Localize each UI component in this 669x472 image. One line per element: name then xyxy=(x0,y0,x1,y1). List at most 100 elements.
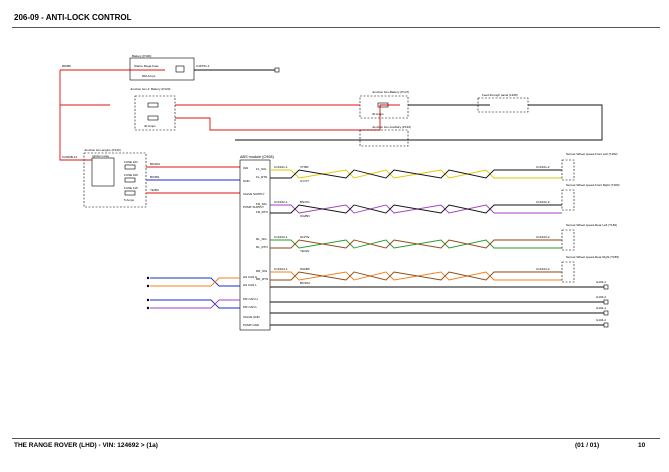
sensor-pair-2: C1K103-1 C1K103-2 GN/YE YE/GN xyxy=(270,235,562,253)
abs-left-pin: VALVE GND xyxy=(243,315,261,319)
sensor-wire-label: BN/OG xyxy=(300,200,310,204)
sensor-wire-label: WH/BK xyxy=(300,267,310,271)
battery-junction-label: Battery (P100) xyxy=(132,54,151,58)
fuse-link-label: Starter Mega Fuse xyxy=(134,64,159,68)
header-divider xyxy=(12,27,660,28)
jb2-label: Junction box 2: Battery (P120) xyxy=(130,87,170,91)
svg-text:G103-2: G103-2 xyxy=(596,295,606,299)
sensor-wire-label: YE/GN xyxy=(300,249,309,253)
sensor-return-wire xyxy=(270,204,562,214)
can-splice xyxy=(146,298,150,302)
sensor-connector-label: C1K102-1 xyxy=(274,200,288,204)
abs-right-pin-labels: FL_SIGFL_RTNFR_SIGFR_RTNRL_SIGRL_RTNRR_S… xyxy=(256,167,268,281)
wire-label-burd: BU/RD xyxy=(150,175,160,179)
battery-junction-box xyxy=(129,57,195,81)
jb2-fuse-amps: 40 Amps xyxy=(144,124,156,128)
page-title: 206-09 - ANTI-LOCK CONTROL xyxy=(14,13,132,22)
sensor-rr: Sensor-Wheel speed-Rear Right (T185) xyxy=(561,255,619,283)
sensor-pair-1: C1K102-1 C1K102-2 BN/OG OG/BN xyxy=(270,200,562,218)
svg-text:Sensor-Wheel speed-Front Left: Sensor-Wheel speed-Front Left (T182) xyxy=(566,152,618,156)
abs-module-label: ABS module (C908) xyxy=(240,155,275,159)
abs-right-pin: RR_RTN xyxy=(256,277,268,281)
sensor-return-wire xyxy=(270,239,562,249)
connector-c2: C2020B-14 xyxy=(62,155,78,159)
can-splice xyxy=(146,276,150,280)
passthrough-label: Feed-through panel (1328) xyxy=(482,93,518,97)
jb-auxiliary-label: Junction box-Auxiliary (P146) xyxy=(372,125,411,129)
abs-right-pin: FR_RTN xyxy=(256,210,268,214)
footer-sheet: (01 / 01) xyxy=(575,442,600,449)
connector-c1: C4FT01-1 xyxy=(196,64,210,68)
jb2-output-wire-b xyxy=(175,104,400,131)
jb2-fuse-a xyxy=(147,102,159,108)
sensor-connector-label: C1K104-2 xyxy=(536,267,550,271)
sensor-connector-label: C1K103-2 xyxy=(536,235,550,239)
abs-right-pin: FL_SIG xyxy=(256,167,267,171)
sensor-connector-label: C1K101-1 xyxy=(274,165,288,169)
sensor-wire-label: GY/VT xyxy=(300,179,309,183)
jb-auxiliary-box xyxy=(359,129,409,147)
svg-text:G104-2: G104-2 xyxy=(596,318,606,322)
abs-left-pin: PUMP GND xyxy=(243,323,260,327)
sensor-connector-label: C1K101-2 xyxy=(536,165,550,169)
wire-label-bkwh: BK/WH xyxy=(150,162,160,166)
svg-text:Sensor-Wheel speed-Rear Left (: Sensor-Wheel speed-Rear Left (T184) xyxy=(566,223,617,227)
sensor-connector-label: C1K103-1 xyxy=(274,235,288,239)
jb2-fuse-b xyxy=(147,115,159,121)
jb-battery-label: Junction box-Battery (P147) xyxy=(372,90,409,94)
engine-fuse-3 xyxy=(124,190,136,196)
footer-vehicle: THE RANGE ROVER (LHD) - VIN: 124692 > (1… xyxy=(14,442,158,449)
abs-right-pin: FR_SIG xyxy=(256,202,268,206)
can-pair-0 xyxy=(146,276,240,288)
engine-fuse-1-label: FUSE 101 xyxy=(124,160,138,164)
sensor-connector-label: C1K102-2 xyxy=(536,200,550,204)
abs-right-pin: RL_SIG xyxy=(256,237,267,241)
jb2-box xyxy=(134,95,176,131)
abs-left-pin: MS CAN H xyxy=(243,297,258,301)
sensor-fl: Sensor-Wheel speed-Front Left (T182) xyxy=(561,152,618,181)
jb-battery-amps: 30 Amps xyxy=(372,112,384,116)
sensor-fr: Sensor-Wheel speed-Front Right (T183) xyxy=(561,183,620,211)
sensor-pair-3: C1K104-1 C1K104-2 WH/BK BK/WH xyxy=(270,267,562,285)
engine-fuse-3-label: FUSE 115 xyxy=(124,186,138,190)
engine-fuse-2-label: FUSE 106 xyxy=(124,173,138,177)
wire-label-rdbk: RD/BK xyxy=(62,64,71,68)
engine-fuse-amps: 5 Amps xyxy=(124,198,135,202)
abs-left-pin: GND xyxy=(243,179,251,183)
can-splice xyxy=(146,284,150,288)
jb-engine-label: Junction box-engine (P126) xyxy=(84,148,121,152)
sensor-rl: Sensor-Wheel speed-Rear Left (T184) xyxy=(561,223,617,251)
wire-label-yebu: YE/BU xyxy=(150,188,159,192)
engine-fuse-2 xyxy=(124,177,136,183)
abs-right-pin: RR_SIG xyxy=(256,269,268,273)
fuse-link-symbol xyxy=(175,65,185,73)
sensor-return-wire xyxy=(270,169,562,179)
can-splice xyxy=(146,306,150,310)
svg-text:G104-1: G104-1 xyxy=(596,306,606,310)
right-ground-terminals: G103-1 G103-2 G104-1 G104-2 xyxy=(596,280,609,328)
can-high-wire xyxy=(150,277,240,287)
svg-text:Sensor-Wheel speed-Front Right: Sensor-Wheel speed-Front Right (T183) xyxy=(566,183,620,187)
sensor-wire-label: BK/WH xyxy=(300,281,310,285)
ignition-relay-box xyxy=(91,157,115,187)
svg-text:G103-1: G103-1 xyxy=(596,280,606,284)
sensor-connector-label: C1K104-1 xyxy=(274,267,288,271)
abs-left-pin: IGN xyxy=(243,166,248,170)
sensor-wire-label: GN/YE xyxy=(300,235,309,239)
footer-page-number: 10 xyxy=(638,442,646,449)
sensor-return-wire xyxy=(270,271,562,281)
abs-module-box xyxy=(239,159,271,331)
can-low-wire xyxy=(150,277,240,287)
can-wire-group xyxy=(146,276,604,326)
abs-left-pin: VALVE SUPPLY xyxy=(243,192,265,196)
ground-terminal-top xyxy=(274,67,280,73)
can-pair-1 xyxy=(146,298,240,310)
passthrough-out-wire xyxy=(235,104,603,141)
ignition-relay-label: Ignition relay xyxy=(92,154,110,158)
sensor-wire-label: OG/BN xyxy=(300,214,310,218)
engine-fuse-1 xyxy=(124,164,136,170)
